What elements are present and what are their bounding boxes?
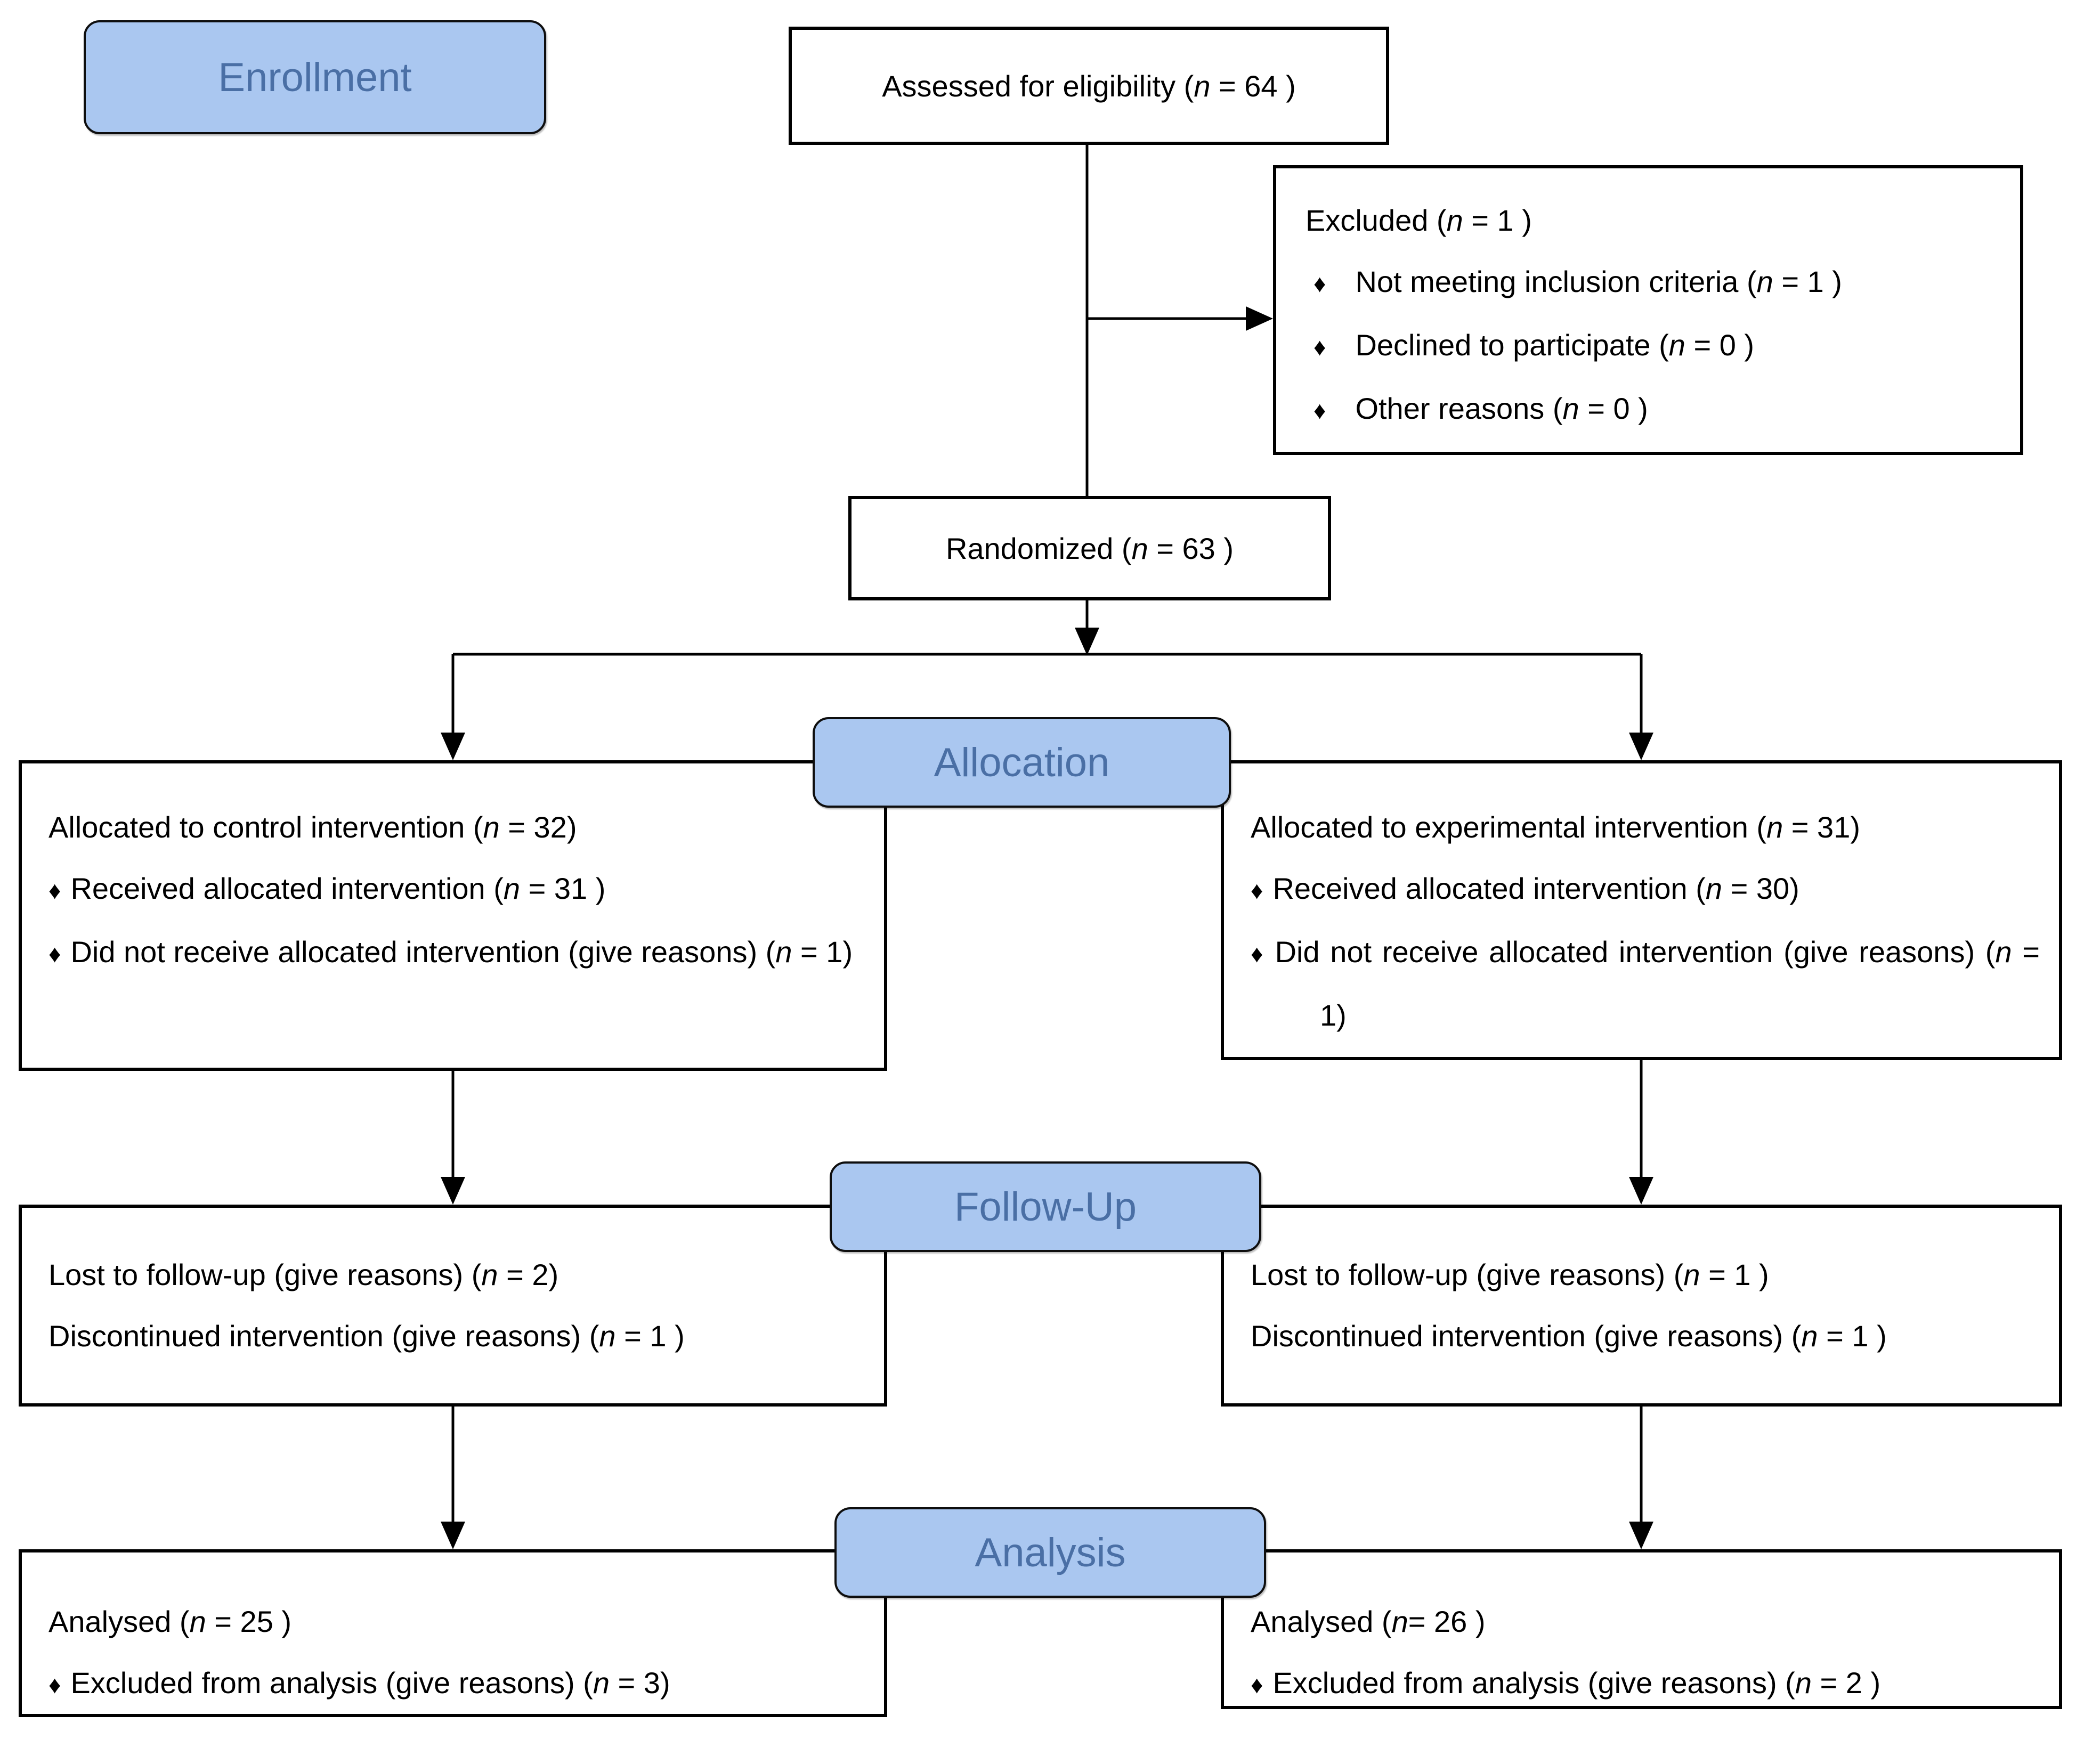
analysed-experimental-box: Analysed (n= 26 ) ♦ Excluded from analysi… — [1221, 1549, 2062, 1709]
analysed-experimental-item: ♦ Excluded from analysis (give reasons) (… — [1251, 1652, 2040, 1716]
analysed-control-title: Analysed (n = 25 ) — [48, 1605, 292, 1638]
excluded-item-text: Not meeting inclusion criteria (n = 1 ) — [1355, 265, 1842, 298]
allocated-control-item-text: Did not receive allocated intervention (… — [70, 935, 853, 969]
analysed-experimental-item-text: Excluded from analysis (give reasons) (n… — [1272, 1666, 1881, 1700]
analysed-control-box: Analysed (n = 25 ) ♦ Excluded from analys… — [19, 1549, 887, 1717]
arrowhead-alloc-right-icon — [1629, 733, 1653, 760]
arrowhead-alloc-left-icon — [441, 733, 465, 760]
allocated-experimental-item: ♦ Received allocated intervention (n = 30… — [1251, 858, 2040, 921]
allocated-control-item: ♦ Received allocated intervention (n = 31… — [48, 858, 863, 921]
diamond-bullet-icon: ♦ — [1251, 876, 1263, 904]
arrowhead-analysis-left-icon — [441, 1522, 465, 1549]
allocated-experimental-title: Allocated to experimental intervention (… — [1251, 810, 1860, 844]
followup-control-box: Lost to follow-up (give reasons) (n = 2)… — [19, 1205, 887, 1407]
diamond-bullet-icon: ♦ — [1251, 1671, 1263, 1698]
arrowhead-follow-right-icon — [1629, 1177, 1653, 1205]
randomized-text: Randomized (n = 63 ) — [945, 531, 1234, 565]
assessed-for-eligibility-box: Assessed for eligibility (n = 64 ) — [789, 27, 1389, 145]
assessed-text: Assessed for eligibility (n = 64 ) — [882, 69, 1296, 103]
stage-badge-enrollment: Enrollment — [84, 20, 546, 134]
arrowhead-splitter-icon — [1075, 628, 1099, 655]
diamond-bullet-icon: ♦ — [1313, 333, 1326, 361]
analysed-control-item: ♦ Excluded from analysis (give reasons) (… — [48, 1652, 863, 1716]
followup-control-line: Discontinued intervention (give reasons)… — [48, 1319, 685, 1353]
allocated-experimental-item-text: Did not receive allocated intervention (… — [1275, 935, 2040, 1032]
analysed-experimental-title: Analysed (n= 26 ) — [1251, 1605, 1486, 1638]
diamond-bullet-icon: ♦ — [1313, 396, 1326, 424]
stage-badge-enrollment-label: Enrollment — [218, 54, 412, 100]
stage-badge-allocation: Allocation — [813, 717, 1231, 808]
followup-control-line: Lost to follow-up (give reasons) (n = 2) — [48, 1258, 559, 1291]
allocated-control-item-text: Received allocated intervention (n = 31 … — [70, 872, 606, 905]
stage-badge-analysis: Analysis — [834, 1507, 1266, 1598]
excluded-title: Excluded (n = 1 ) — [1305, 204, 1532, 237]
stage-badge-allocation-label: Allocation — [934, 739, 1110, 785]
excluded-item: ♦ Not meeting inclusion criteria (n = 1 ) — [1305, 251, 2004, 314]
excluded-item: ♦ Other reasons (n = 0 ) — [1305, 378, 2004, 441]
excluded-item: ♦ Declined to participate (n = 0 ) — [1305, 314, 2004, 378]
analysed-control-item-text: Excluded from analysis (give reasons) (n… — [70, 1666, 670, 1700]
diamond-bullet-icon: ♦ — [48, 940, 61, 968]
diamond-bullet-icon: ♦ — [48, 1671, 61, 1698]
followup-experimental-line: Discontinued intervention (give reasons)… — [1251, 1319, 1887, 1353]
arrowhead-analysis-right-icon — [1629, 1522, 1653, 1549]
followup-experimental-box: Lost to follow-up (give reasons) (n = 1 … — [1221, 1205, 2062, 1407]
randomized-box: Randomized (n = 63 ) — [848, 496, 1331, 600]
allocated-experimental-item: ♦ Did not receive allocated intervention … — [1251, 921, 2040, 1046]
followup-experimental-line: Lost to follow-up (give reasons) (n = 1 … — [1251, 1258, 1769, 1291]
diamond-bullet-icon: ♦ — [1251, 940, 1266, 968]
diamond-bullet-icon: ♦ — [1313, 270, 1326, 297]
excluded-item-text: Declined to participate (n = 0 ) — [1355, 328, 1755, 362]
allocated-experimental-item-text: Received allocated intervention (n = 30) — [1272, 872, 1799, 905]
excluded-item-text: Other reasons (n = 0 ) — [1355, 392, 1648, 425]
allocated-control-title: Allocated to control intervention (n = 3… — [48, 810, 577, 844]
arrowhead-excluded-icon — [1246, 306, 1273, 331]
diamond-bullet-icon: ♦ — [48, 876, 61, 904]
allocated-experimental-box: Allocated to experimental intervention (… — [1221, 760, 2062, 1060]
allocated-control-box: Allocated to control intervention (n = 3… — [19, 760, 887, 1071]
stage-badge-followup-label: Follow-Up — [954, 1184, 1137, 1230]
excluded-box: Excluded (n = 1 ) ♦ Not meeting inclusion… — [1273, 165, 2023, 455]
stage-badge-analysis-label: Analysis — [975, 1530, 1126, 1575]
arrowhead-follow-left-icon — [441, 1177, 465, 1205]
stage-badge-followup: Follow-Up — [830, 1161, 1261, 1252]
allocated-control-item: ♦ Did not receive allocated intervention … — [48, 921, 863, 985]
